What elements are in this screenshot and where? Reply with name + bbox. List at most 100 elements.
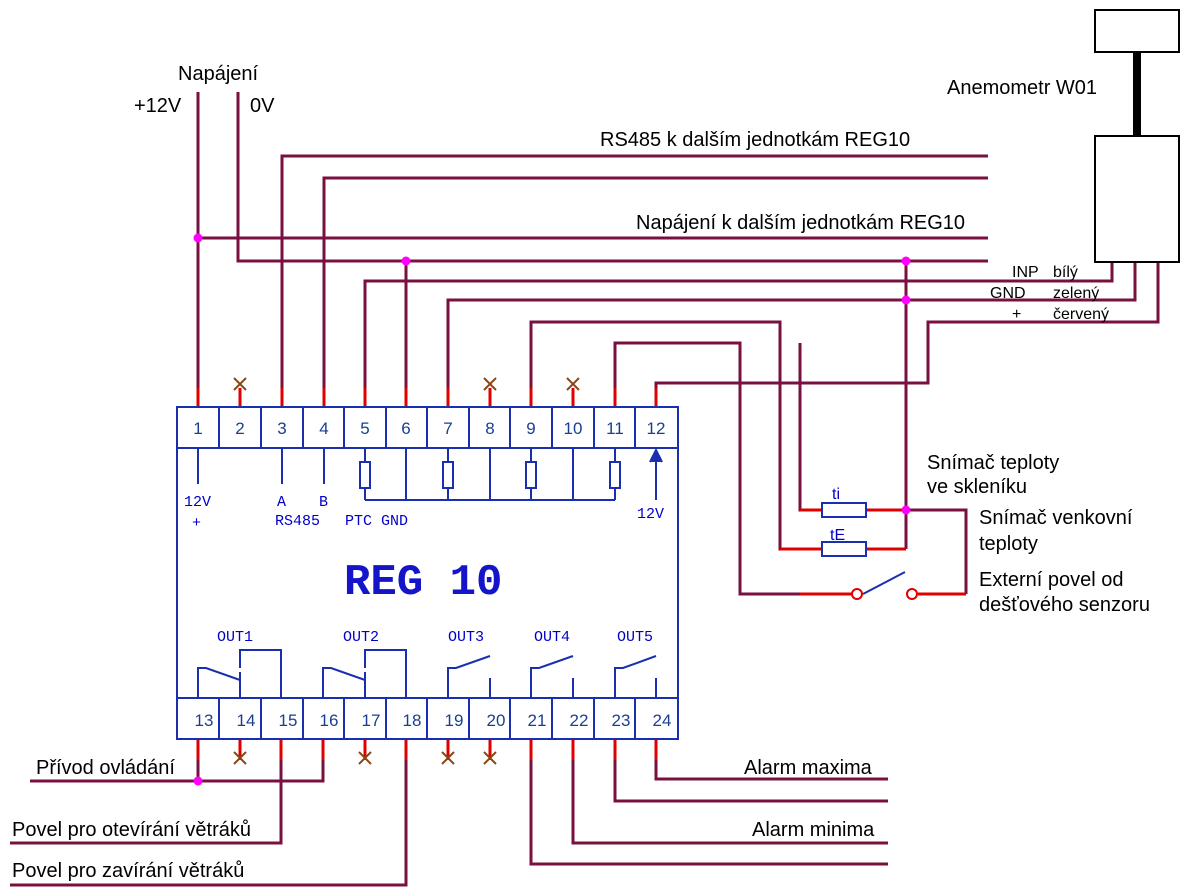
alarm-max-label: Alarm maxima (744, 757, 873, 779)
nc-mark-t8 (483, 377, 497, 391)
sensor-ti-label: ti (832, 486, 840, 503)
wire-ti-left (798, 343, 822, 512)
terminal-20: 20 (487, 711, 506, 730)
terminal-7: 7 (443, 419, 452, 438)
inner-12v-right-label: 12V (637, 506, 664, 523)
sensor-ti (821, 502, 867, 518)
wire-t23 (613, 740, 888, 803)
wire-t12-red (654, 262, 1160, 388)
nc-mark-t20 (483, 751, 497, 765)
anemometer-red: červený (1053, 306, 1109, 323)
wire-t22 (571, 740, 888, 845)
sensor-outer-line1: Snímač venkovní (979, 507, 1133, 529)
node-sensor (901, 505, 911, 515)
terminal-18: 18 (403, 711, 422, 730)
wire-t18 (10, 740, 408, 887)
anemometer (1094, 9, 1180, 263)
terminal-6: 6 (401, 419, 410, 438)
nc-markers (233, 377, 580, 765)
terminal-4: 4 (319, 419, 328, 438)
device-title: REG 10 (344, 558, 502, 608)
sensor-outer-line2: teploty (979, 533, 1038, 555)
node-gnd-top (901, 256, 911, 266)
wire-t21 (529, 740, 888, 866)
nc-mark-t19 (441, 751, 455, 765)
sensor-te (821, 541, 867, 557)
inner-a-label: A (277, 494, 286, 511)
nc-mark-t17 (358, 751, 372, 765)
wire-sensors-right (866, 508, 968, 594)
terminal-3: 3 (277, 419, 286, 438)
node-0v (401, 256, 411, 266)
terminal-14: 14 (237, 711, 256, 730)
terminal-16: 16 (320, 711, 339, 730)
terminal-9: 9 (526, 419, 535, 438)
wire-0v (236, 92, 988, 263)
rain-switch (851, 571, 918, 600)
inner-12v-label: 12V (184, 494, 211, 511)
terminal-10: 10 (564, 419, 583, 438)
wire-t16 (198, 740, 325, 783)
sensor-te-label: tE (830, 527, 845, 544)
wire-rs485-a (280, 154, 988, 388)
anemometer-gnd: GND (990, 285, 1026, 302)
out4-label: OUT4 (534, 629, 570, 646)
node-control (193, 776, 203, 786)
terminal-23: 23 (612, 711, 631, 730)
out3-label: OUT3 (448, 629, 484, 646)
anemometer-cups (1094, 9, 1180, 53)
inner-plus-label: + (192, 515, 201, 532)
nc-mark-t14 (233, 751, 247, 765)
power-zero-label: 0V (250, 95, 275, 117)
terminal-stubs (196, 388, 966, 760)
rain-line2: dešťového senzoru (979, 594, 1150, 616)
labels: Napájení +12V 0V RS485 k dalším jednotká… (12, 63, 1150, 882)
terminal-19: 19 (445, 711, 464, 730)
sensor-inner-line1: Snímač teploty (927, 452, 1059, 474)
rain-line1: Externí povel od (979, 569, 1124, 591)
wire-t7-green (446, 262, 1137, 388)
terminal-8: 8 (485, 419, 494, 438)
sensors (821, 502, 867, 557)
terminal-13: 13 (195, 711, 214, 730)
terminal-24: 24 (653, 711, 672, 730)
terminal-12: 12 (647, 419, 666, 438)
terminal-1: 1 (193, 419, 202, 438)
nc-mark-t10 (566, 377, 580, 391)
wires (10, 52, 1160, 887)
terminal-11: 11 (606, 419, 624, 438)
power-title: Napájení (178, 63, 259, 85)
anemometer-green: zelený (1053, 285, 1099, 302)
node-gnd-mid (901, 295, 911, 305)
sensor-inner-line2: ve skleníku (927, 476, 1027, 498)
wire-t15 (10, 740, 283, 845)
open-cmd-label: Povel pro otevírání větráků (12, 819, 251, 841)
anemometer-inp: INP (1012, 264, 1039, 281)
out1-label: OUT1 (217, 629, 253, 646)
anemometer-white: bílý (1053, 264, 1078, 281)
terminal-21: 21 (528, 711, 547, 730)
inner-ptc-gnd-label: PTC GND (345, 513, 408, 530)
reg10-device (176, 406, 679, 740)
terminal-2: 2 (235, 419, 244, 438)
nc-mark-t2 (233, 377, 247, 391)
close-cmd-label: Povel pro zavírání větráků (12, 860, 244, 882)
rs485-label: RS485 k dalším jednotkám REG10 (600, 129, 910, 151)
wire-t5-inp (363, 262, 1114, 388)
power-out-label: Napájení k dalším jednotkám REG10 (636, 212, 965, 234)
power-plus-label: +12V (134, 95, 182, 117)
inner-b-label: B (319, 494, 328, 511)
control-supply-label: Přívod ovládání (36, 757, 175, 779)
anemometer-plus: + (1012, 306, 1021, 323)
junction-nodes (193, 233, 911, 786)
node-12v (193, 233, 203, 243)
inner-rs485-label: RS485 (275, 513, 320, 530)
anemometer-title: Anemometr W01 (947, 77, 1097, 99)
wire-rs485-b (322, 176, 988, 388)
out5-label: OUT5 (617, 629, 653, 646)
wire-t11 (613, 341, 800, 596)
anemometer-body (1094, 135, 1180, 263)
terminal-22: 22 (570, 711, 589, 730)
terminal-17: 17 (362, 711, 381, 730)
